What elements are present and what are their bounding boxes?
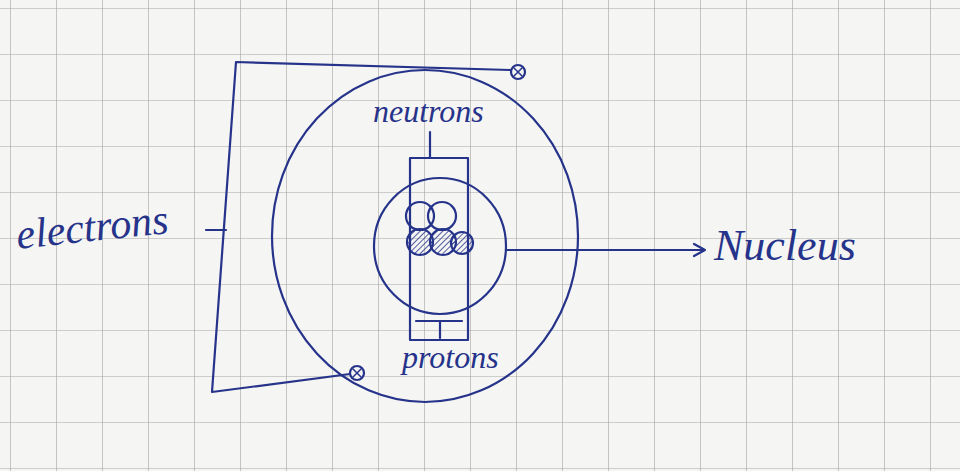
leader-tick (416, 320, 462, 322)
proton-particle (451, 232, 473, 254)
electron-shell (272, 70, 578, 402)
part-label: protons (402, 340, 499, 375)
electron-mark (514, 68, 522, 76)
neutron-particle (406, 202, 434, 230)
nucleus-circle (374, 178, 506, 314)
electron-bracket (212, 62, 510, 392)
leader-line (429, 132, 431, 158)
part-label: Nucleus (714, 222, 856, 270)
leader-tick (206, 229, 226, 231)
electron-dot (511, 65, 525, 79)
leader-arrow (506, 244, 705, 256)
neutron-particle (428, 202, 456, 230)
part-label: neutrons (373, 94, 484, 129)
leader-line (439, 322, 441, 338)
electron-dot (350, 366, 364, 380)
electron-mark (353, 369, 361, 377)
